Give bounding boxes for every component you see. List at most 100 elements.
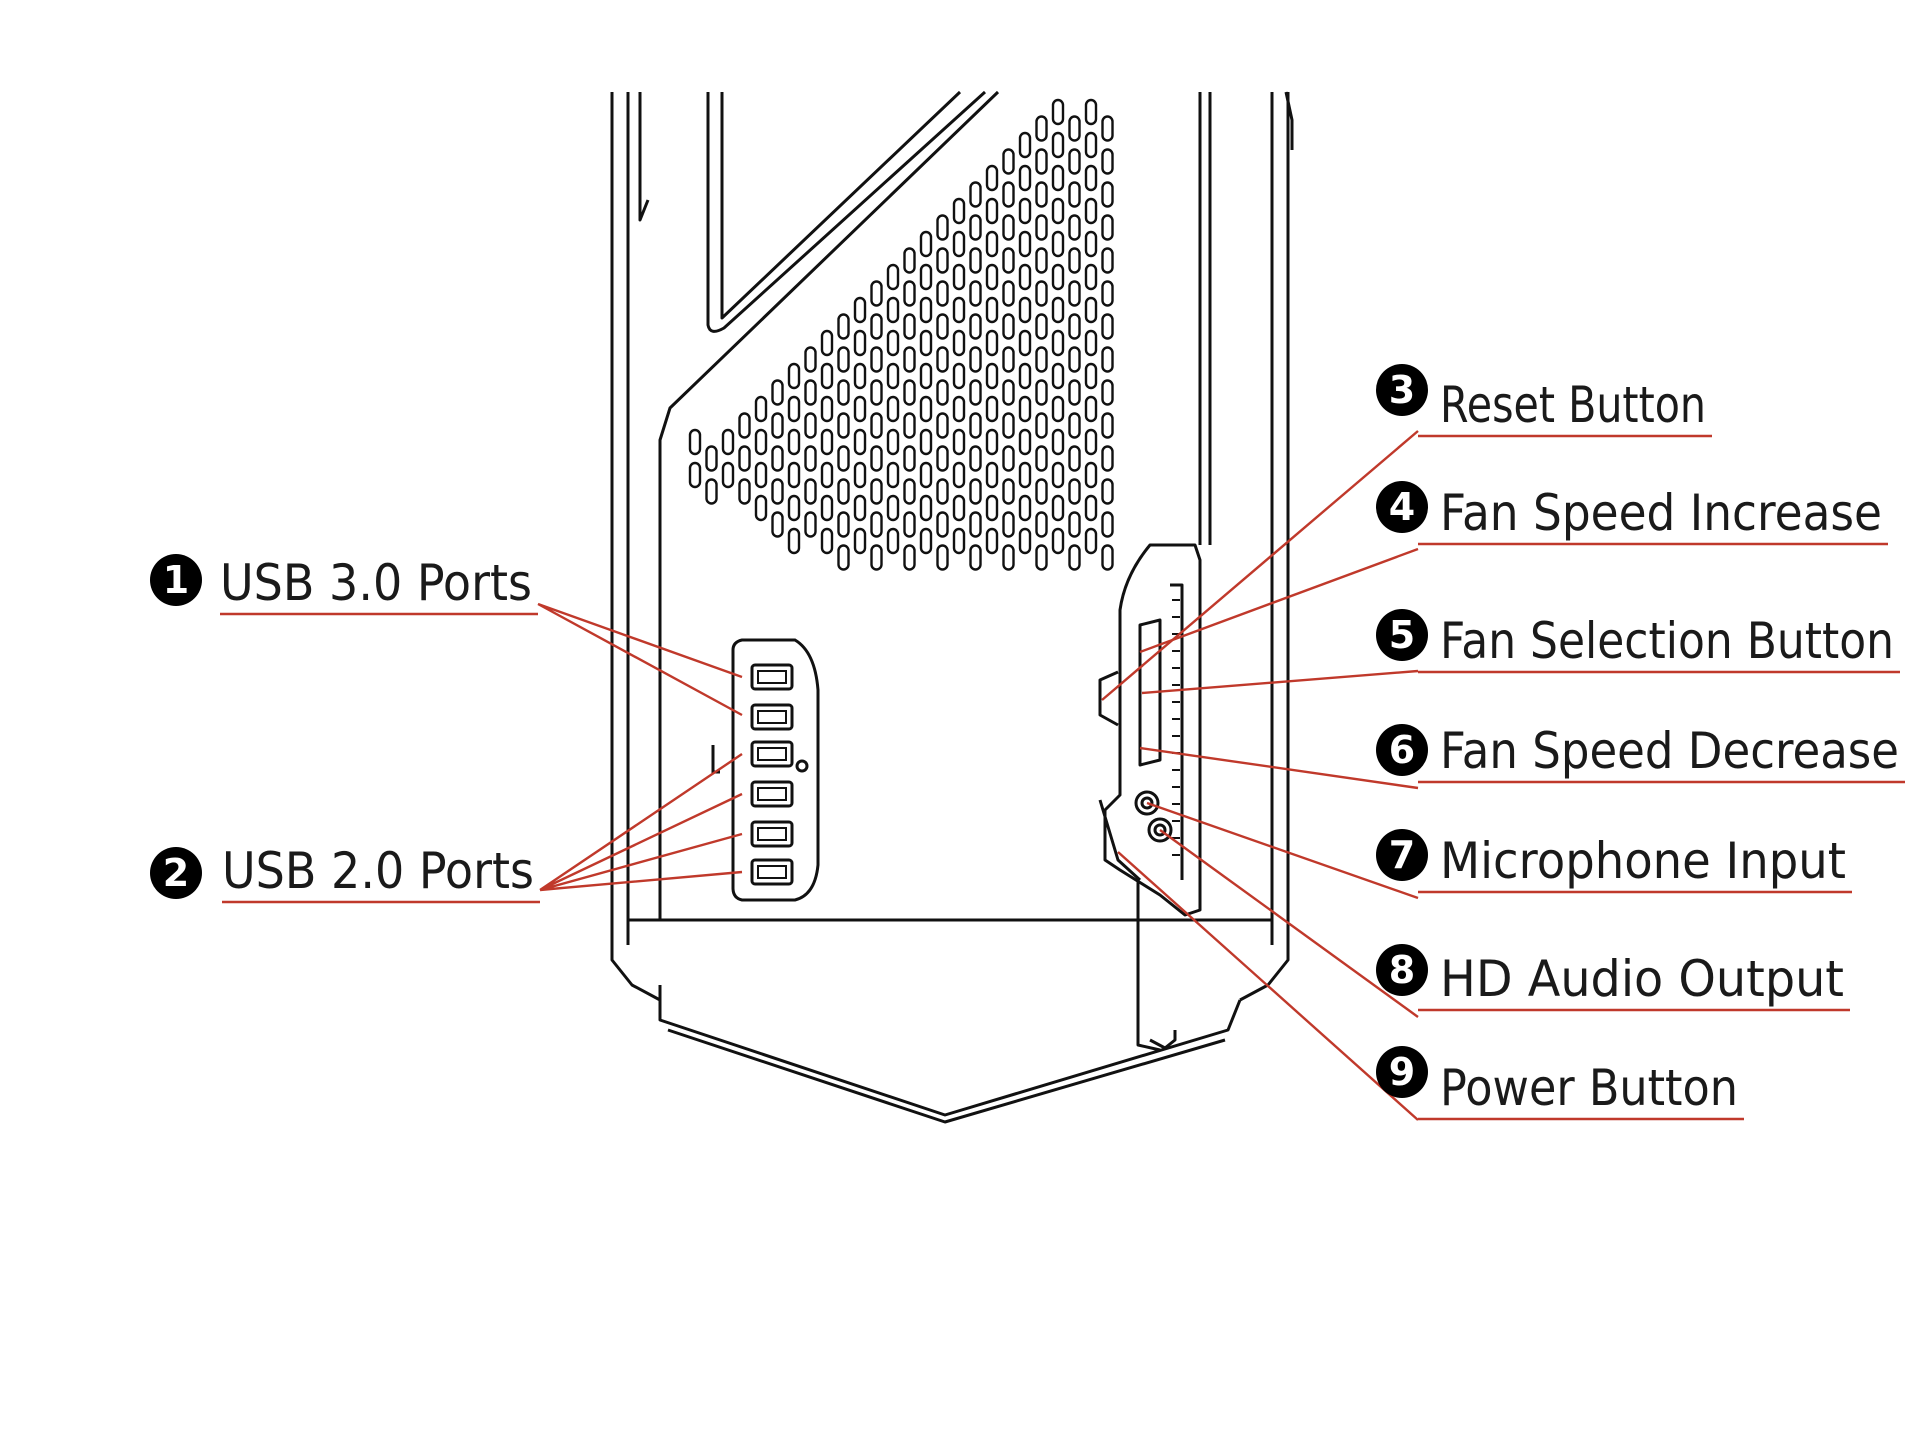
mesh-slot bbox=[1068, 544, 1081, 571]
mesh-slot bbox=[804, 379, 817, 406]
mesh-slot bbox=[1035, 379, 1048, 406]
mesh-slot bbox=[1084, 395, 1098, 423]
mesh-slot bbox=[754, 428, 768, 456]
front-panel-cutout bbox=[706, 90, 987, 333]
callout-number: 4 bbox=[1389, 485, 1415, 529]
mesh-slot bbox=[903, 544, 916, 571]
mesh-slot bbox=[787, 428, 801, 456]
mesh-slot bbox=[1051, 428, 1065, 456]
mesh-slot bbox=[1018, 164, 1032, 192]
leader-audio bbox=[1159, 829, 1419, 1018]
mesh-slot bbox=[886, 362, 900, 390]
mesh-slot bbox=[820, 527, 834, 555]
mesh-slot bbox=[1101, 214, 1114, 241]
mesh-slot bbox=[1101, 544, 1114, 571]
mesh-slot bbox=[1002, 511, 1015, 538]
mesh-slot bbox=[1084, 428, 1098, 456]
control-panel bbox=[1098, 543, 1202, 1052]
callout-label: USB 3.0 Ports bbox=[220, 554, 532, 612]
mesh-slot bbox=[870, 544, 883, 571]
mesh-slot bbox=[1002, 247, 1015, 274]
mesh-slot bbox=[1101, 247, 1114, 274]
mesh-slot bbox=[1068, 280, 1081, 307]
mesh-slot bbox=[903, 511, 916, 538]
leader-lines bbox=[537, 430, 1419, 1121]
mesh-slot bbox=[886, 461, 900, 489]
mesh-slot bbox=[936, 247, 949, 274]
mesh-slot bbox=[1051, 263, 1065, 291]
mesh-slot bbox=[985, 164, 999, 192]
mesh-slot bbox=[1002, 445, 1015, 472]
mesh-slot bbox=[952, 362, 966, 390]
callout-label: USB 2.0 Ports bbox=[222, 842, 534, 900]
mesh-slot bbox=[1002, 313, 1015, 340]
leader-usb3 bbox=[537, 602, 743, 717]
mesh-slot bbox=[1068, 148, 1081, 175]
mesh-slot bbox=[1084, 527, 1098, 555]
mesh-slot bbox=[738, 412, 751, 439]
leader-fan-increase bbox=[1139, 547, 1419, 654]
mesh-slot bbox=[1018, 527, 1032, 555]
mesh-slot bbox=[1068, 115, 1081, 142]
callout-marker bbox=[150, 847, 202, 899]
control-panel-bezel bbox=[1103, 543, 1202, 917]
mesh-slot bbox=[985, 296, 999, 324]
callout-label: Reset Button bbox=[1440, 376, 1706, 434]
mesh-slot bbox=[820, 395, 834, 423]
callout-marker bbox=[1376, 829, 1428, 881]
mesh-slot bbox=[853, 296, 867, 324]
usb2-port bbox=[750, 820, 794, 848]
mesh-slot bbox=[1101, 280, 1114, 307]
callout-marker bbox=[1376, 364, 1428, 416]
mesh-slot bbox=[787, 461, 801, 489]
mesh-slot bbox=[721, 461, 735, 489]
mesh-slot bbox=[936, 511, 949, 538]
mesh-slot bbox=[721, 428, 735, 456]
mesh-slot bbox=[1035, 445, 1048, 472]
mesh-slot bbox=[1035, 148, 1048, 175]
mesh-slot bbox=[1002, 379, 1015, 406]
mesh-slot bbox=[919, 527, 933, 555]
mesh-slot bbox=[771, 478, 784, 505]
mesh-slot bbox=[985, 395, 999, 423]
mesh-slot bbox=[985, 230, 999, 258]
mesh-slot bbox=[1002, 280, 1015, 307]
mesh-slot bbox=[837, 313, 850, 340]
mesh-slot bbox=[853, 461, 867, 489]
mesh-slot bbox=[1051, 164, 1065, 192]
callout-number: 5 bbox=[1389, 613, 1415, 657]
mesh-slot bbox=[853, 494, 867, 522]
mesh-slot bbox=[754, 461, 768, 489]
mesh-slot bbox=[1035, 346, 1048, 373]
mesh-slot bbox=[870, 478, 883, 505]
pc-case-front bbox=[610, 90, 1294, 1124]
mesh-slot bbox=[886, 329, 900, 357]
mesh-slot bbox=[1002, 346, 1015, 373]
mesh-slot bbox=[969, 544, 982, 571]
mesh-slot bbox=[903, 313, 916, 340]
callout-marker bbox=[1376, 1046, 1428, 1098]
mesh-slot bbox=[1084, 494, 1098, 522]
mesh-slot bbox=[985, 329, 999, 357]
callout-label: Fan Selection Button bbox=[1440, 612, 1894, 670]
callout-marker bbox=[1376, 944, 1428, 996]
mesh-slot bbox=[886, 428, 900, 456]
callout-number: 2 bbox=[163, 851, 189, 895]
mesh-slot bbox=[705, 445, 718, 472]
usb2-port bbox=[750, 858, 794, 886]
mesh-slot bbox=[936, 478, 949, 505]
control-panel-foot bbox=[1149, 1030, 1177, 1050]
mesh-slot bbox=[886, 263, 900, 291]
mesh-slot bbox=[1035, 214, 1048, 241]
mesh-slot bbox=[952, 230, 966, 258]
mesh-slot bbox=[919, 494, 933, 522]
mesh-slot bbox=[1002, 478, 1015, 505]
mesh-slot bbox=[886, 296, 900, 324]
mesh-slot bbox=[837, 346, 850, 373]
mesh-slot bbox=[804, 346, 817, 373]
mesh-slot bbox=[1068, 379, 1081, 406]
mesh-slot bbox=[952, 395, 966, 423]
mesh-slot bbox=[952, 461, 966, 489]
